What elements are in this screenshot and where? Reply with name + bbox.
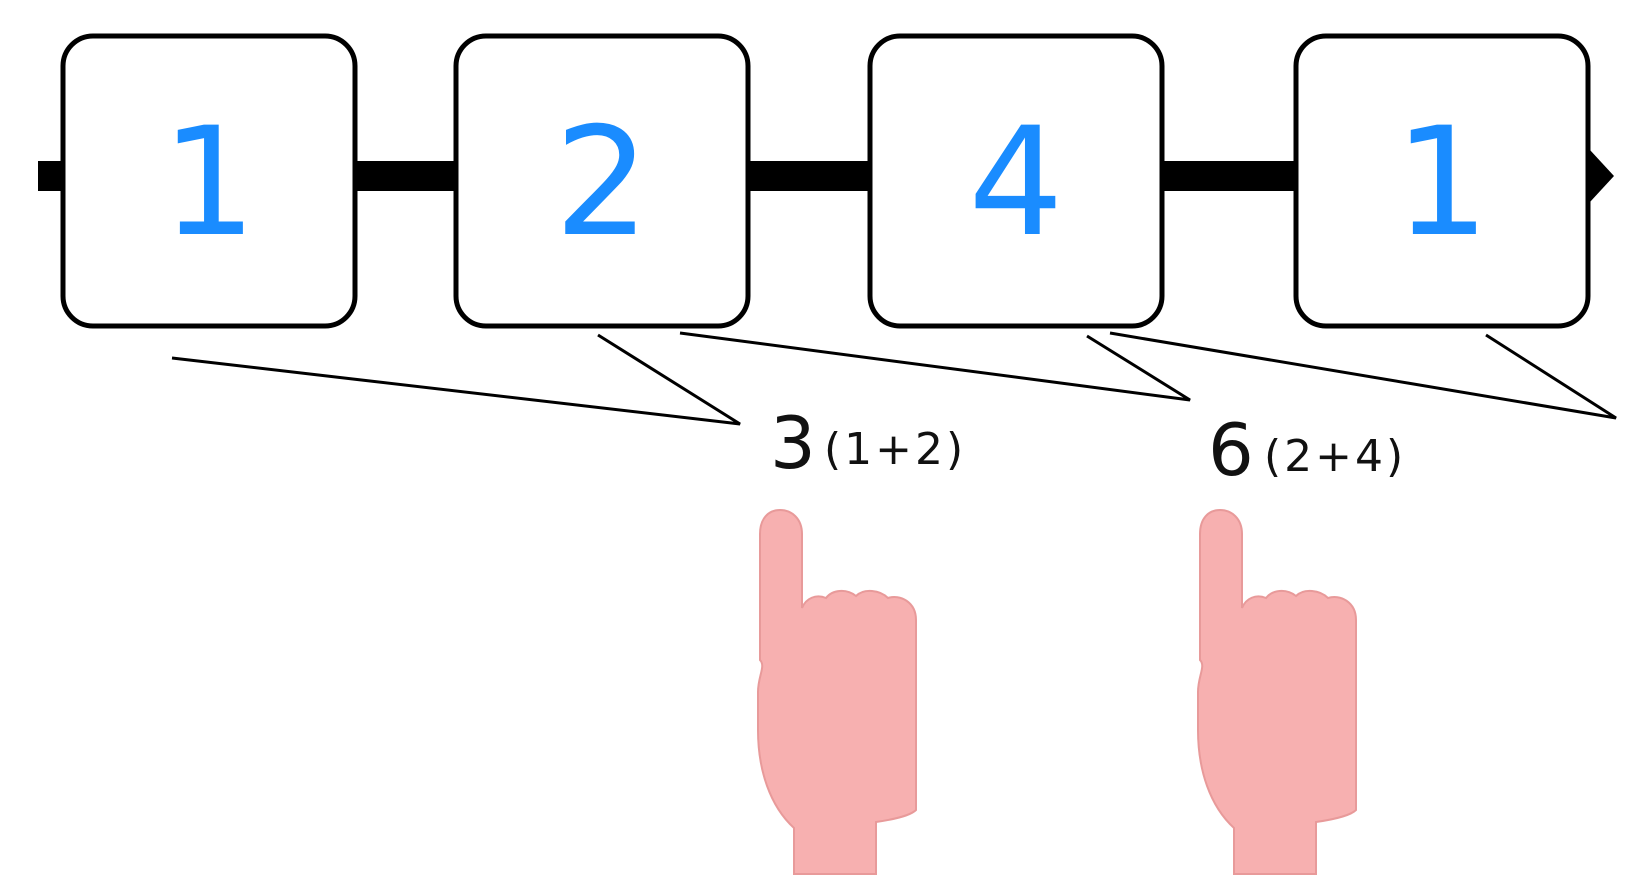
sequence-box-4: 1 (1293, 33, 1591, 329)
box-value: 2 (554, 96, 649, 270)
pointing-hand-icon (757, 508, 917, 875)
callout-window-1 (171, 333, 741, 426)
sequence-box-1: 1 (60, 33, 358, 329)
box-value: 1 (1394, 96, 1489, 270)
window-sum-1: 3 (1+2) (770, 401, 966, 485)
sequence-box-3: 4 (867, 33, 1165, 329)
sum-total: 3 (770, 401, 816, 485)
callout-window-2 (679, 331, 1191, 402)
box-value: 1 (161, 96, 256, 270)
sequence-box-2: 2 (453, 33, 751, 329)
window-sum-2: 6 (2+4) (1208, 408, 1406, 492)
sum-total: 6 (1208, 408, 1254, 492)
box-value: 4 (968, 96, 1063, 270)
sum-expression: (1+2) (824, 424, 966, 475)
pointing-hand-icon (1197, 508, 1357, 875)
track-arrow-icon (1590, 150, 1614, 202)
sum-expression: (2+4) (1264, 431, 1406, 482)
callout-window-3 (1109, 331, 1617, 420)
